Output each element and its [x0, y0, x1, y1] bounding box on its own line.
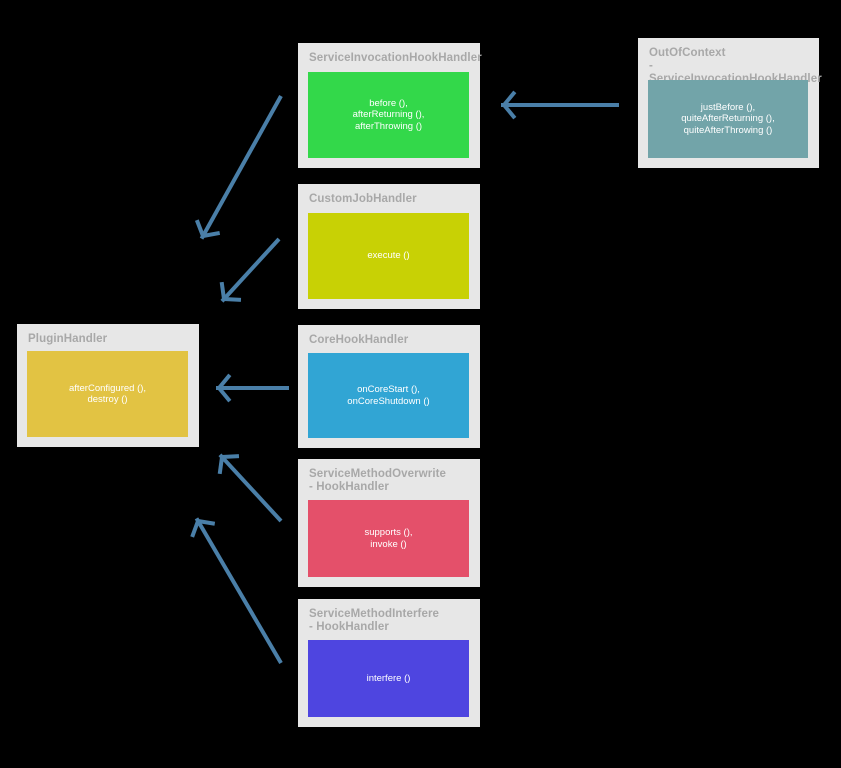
node-card-custom-job-handler[interactable]: CustomJobHandler execute ()	[298, 184, 480, 309]
arrow-head	[221, 454, 240, 459]
arrow-shaft	[220, 237, 281, 303]
node-methods: supports (), invoke ()	[308, 500, 469, 577]
node-card-plugin-handler[interactable]: PluginHandler afterConfigured (), destroy…	[17, 324, 199, 447]
arrow-shaft	[218, 453, 283, 523]
arrow-service-method-interfere-to-plugin	[190, 517, 283, 665]
node-methods: execute ()	[308, 213, 469, 299]
node-card-core-hook-handler[interactable]: CoreHookHandler onCoreStart (), onCoreShu…	[298, 325, 480, 448]
arrow-head	[502, 90, 517, 107]
node-title: CoreHookHandler	[309, 334, 409, 346]
arrow-head	[217, 373, 232, 390]
arrow-head	[217, 386, 232, 403]
arrow-head	[202, 230, 221, 238]
node-title: ServiceMethodOverwrite - HookHandler	[309, 468, 447, 493]
node-title: PluginHandler	[28, 333, 108, 345]
node-methods: interfere ()	[308, 640, 469, 717]
arrow-service-invocation-to-plugin	[194, 95, 283, 240]
node-title: ServiceMethodInterfere - HookHandler	[309, 608, 440, 633]
node-card-service-method-interfere-hook-handler[interactable]: ServiceMethodInterfere - HookHandler inte…	[298, 599, 480, 727]
arrow-head	[190, 520, 200, 538]
node-card-service-invocation-hook-handler[interactable]: ServiceInvocationHookHandler before (), a…	[298, 43, 482, 168]
arrow-head	[502, 103, 517, 120]
arrow-service-method-overwrite-to-plugin	[217, 453, 283, 523]
arrow-out-of-context-to-service-invocation	[501, 90, 619, 120]
arrow-shaft	[199, 95, 283, 240]
arrow-head	[217, 456, 224, 475]
node-methods: justBefore (), quiteAfterReturning (), q…	[648, 80, 808, 158]
arrow-head	[197, 519, 216, 526]
arrow-head	[223, 297, 242, 302]
node-methods: before (), afterReturning (), afterThrow…	[308, 72, 469, 158]
node-methods: onCoreStart (), onCoreShutdown ()	[308, 353, 469, 438]
arrow-core-hook-to-plugin	[216, 373, 289, 403]
node-card-service-method-overwrite-hook-handler[interactable]: ServiceMethodOverwrite - HookHandler supp…	[298, 459, 480, 587]
arrow-custom-job-to-plugin	[219, 237, 281, 303]
arrow-shaft	[194, 517, 283, 665]
node-methods: afterConfigured (), destroy ()	[27, 351, 188, 437]
arrow-head	[194, 219, 205, 237]
node-card-out-of-context-service-invocation-hook-handler[interactable]: OutOfContext - ServiceInvocationHookHand…	[638, 38, 822, 168]
arrow-head	[219, 281, 226, 300]
node-title: CustomJobHandler	[309, 193, 417, 205]
node-title: ServiceInvocationHookHandler	[309, 52, 482, 64]
